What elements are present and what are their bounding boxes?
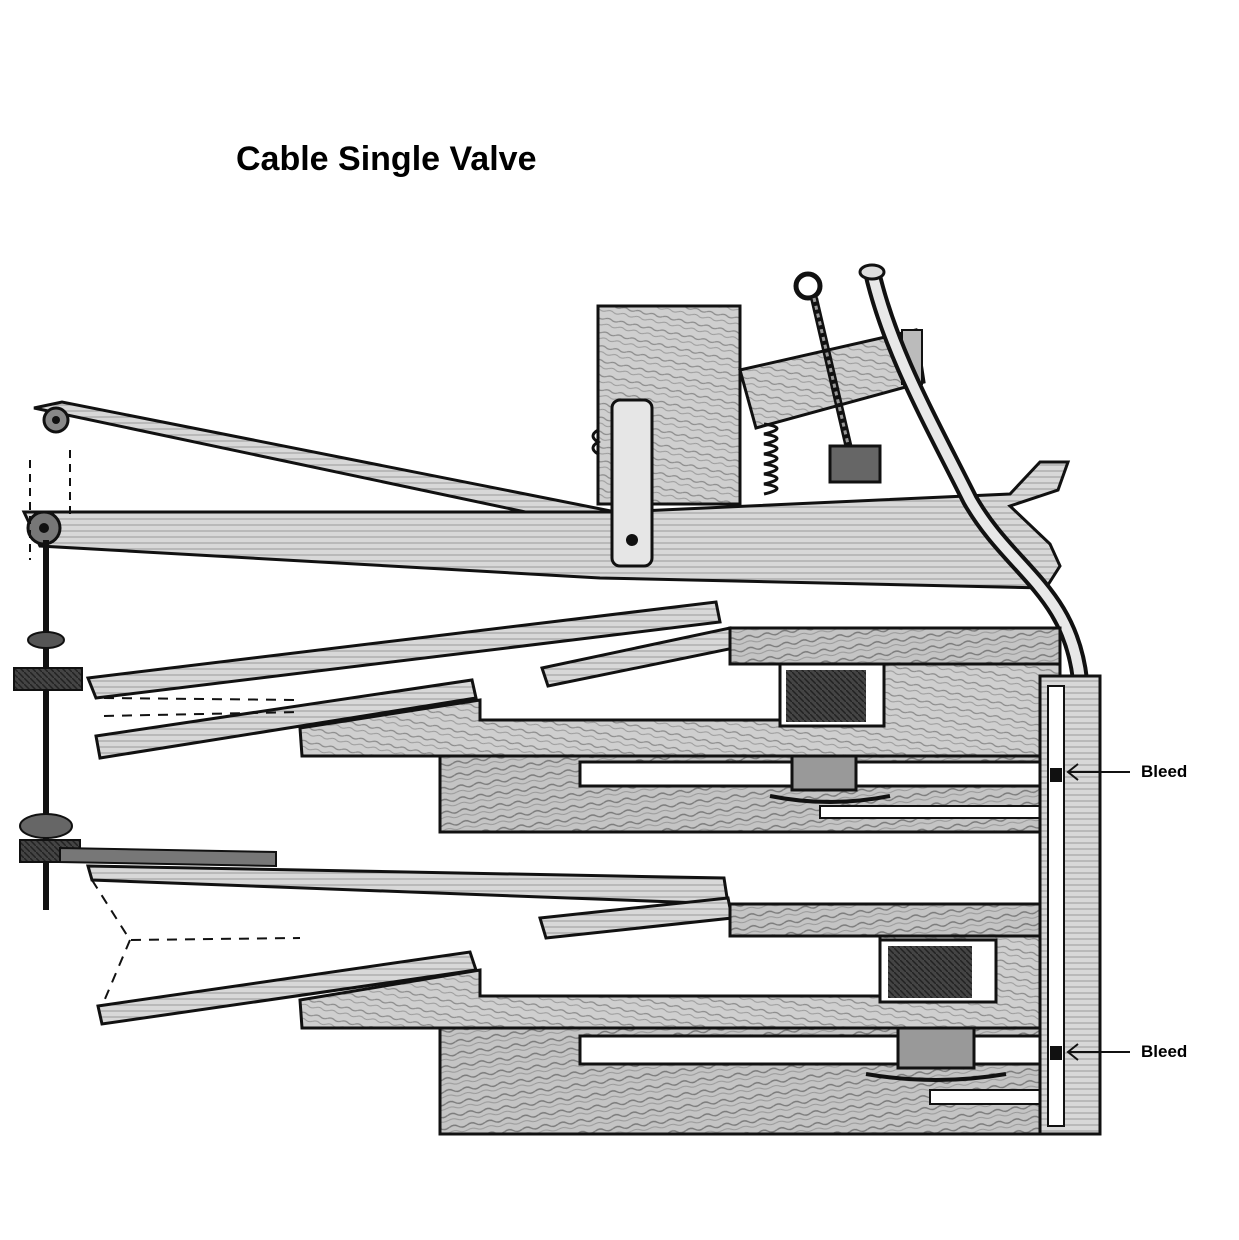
bleed-label-upper: Bleed: [1141, 762, 1188, 781]
pouch-block: [591, 304, 742, 568]
lower-valve-base: [438, 1026, 1062, 1136]
upper-valve-base: [438, 754, 1062, 834]
lower-pneumatic-wedge: [19, 839, 734, 1026]
upper-pneumatic-wedge: [13, 600, 736, 760]
bleed-label-lower: Bleed: [1141, 1042, 1188, 1061]
spring: [763, 422, 779, 496]
bleed-channel: [1038, 674, 1102, 1136]
adjusting-screw: [793, 271, 882, 484]
bleed-arrow-upper: [1066, 763, 1130, 781]
cable-tube: [858, 263, 1089, 1110]
main-lever-arm: [21, 460, 1071, 590]
lower-valve-chest: [298, 902, 1062, 1030]
diagram-title: Cable Single Valve: [236, 140, 537, 178]
bleed-arrow-lower: [1066, 1043, 1130, 1061]
